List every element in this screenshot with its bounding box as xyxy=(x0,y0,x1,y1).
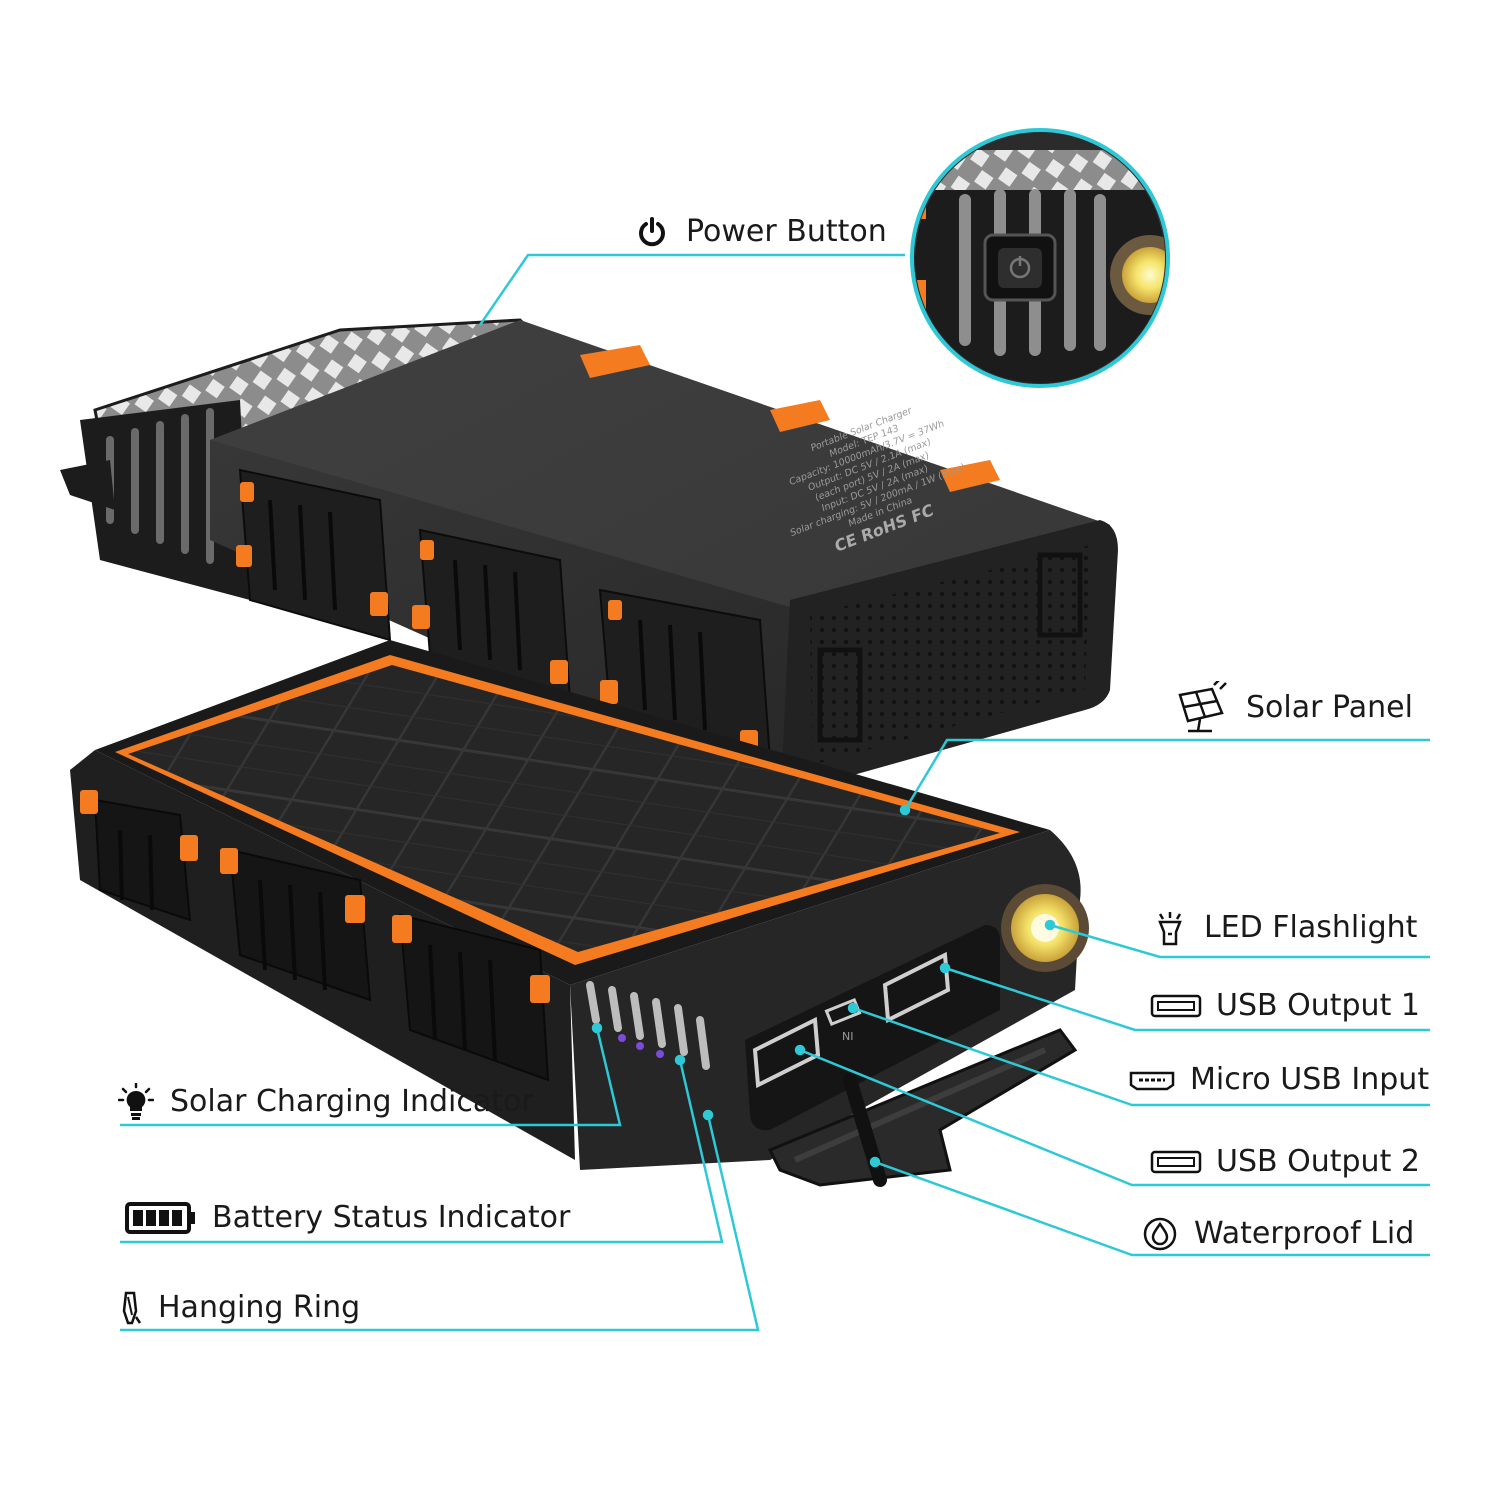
callout-led-flashlight: LED Flashlight xyxy=(1150,908,1417,948)
leader-solar-panel xyxy=(903,738,1430,811)
water-drop-icon xyxy=(1140,1214,1180,1254)
leader-battery-status-indicator xyxy=(120,1059,724,1244)
callout-text: Power Button xyxy=(686,214,887,249)
callout-text: USB Output 2 xyxy=(1216,1144,1420,1179)
callout-text: LED Flashlight xyxy=(1204,910,1418,945)
callout-text: Solar Charging Indicator xyxy=(170,1084,534,1119)
callout-power-button: Power Button xyxy=(632,212,887,252)
power-button-zoom xyxy=(910,128,1170,388)
light-bulb-icon xyxy=(116,1082,156,1122)
usb-port-icon xyxy=(1150,986,1202,1026)
bottom-power-bank: NI xyxy=(70,640,1089,1187)
leader-usb-output-1 xyxy=(944,966,1430,1032)
callout-hanging-ring: Hanging Ring xyxy=(116,1288,360,1328)
micro-usb-port-icon xyxy=(1128,1060,1176,1100)
leader-solar-charging-indicator xyxy=(120,1027,622,1127)
callout-solar-panel: Solar Panel xyxy=(1172,680,1413,736)
leader-power-button xyxy=(478,253,905,326)
usb-port-icon xyxy=(1150,1142,1202,1182)
solar-panel-icon xyxy=(1172,680,1232,736)
leader-led-flashlight xyxy=(1049,923,1430,959)
leader-hanging-ring xyxy=(120,1114,760,1332)
carabiner-icon xyxy=(116,1288,144,1328)
battery-full-icon xyxy=(124,1198,198,1238)
callout-text: Waterproof Lid xyxy=(1194,1216,1415,1251)
callout-text: Hanging Ring xyxy=(158,1290,361,1325)
callout-text: Solar Panel xyxy=(1246,690,1413,725)
leader-micro-usb-input xyxy=(852,1006,1430,1107)
callout-waterproof-lid: Waterproof Lid xyxy=(1140,1214,1414,1254)
callout-text: Micro USB Input xyxy=(1190,1062,1430,1097)
callout-text: USB Output 1 xyxy=(1216,988,1420,1023)
callout-text: Battery Status Indicator xyxy=(212,1200,571,1235)
micro-usb-marking: NI xyxy=(842,1030,853,1043)
leader-lines xyxy=(120,253,1430,1332)
flashlight-icon xyxy=(1150,908,1190,948)
callout-solar-charging-indicator: Solar Charging Indicator xyxy=(116,1082,534,1122)
top-power-bank xyxy=(60,318,1118,795)
callout-usb-output-2: USB Output 2 xyxy=(1150,1142,1420,1182)
leader-waterproof-lid xyxy=(874,1160,1430,1257)
callout-micro-usb-input: Micro USB Input xyxy=(1128,1060,1429,1100)
power-icon xyxy=(632,212,672,252)
callout-battery-status-indicator: Battery Status Indicator xyxy=(124,1198,570,1238)
leader-usb-output-2 xyxy=(799,1048,1430,1187)
callout-usb-output-1: USB Output 1 xyxy=(1150,986,1420,1026)
